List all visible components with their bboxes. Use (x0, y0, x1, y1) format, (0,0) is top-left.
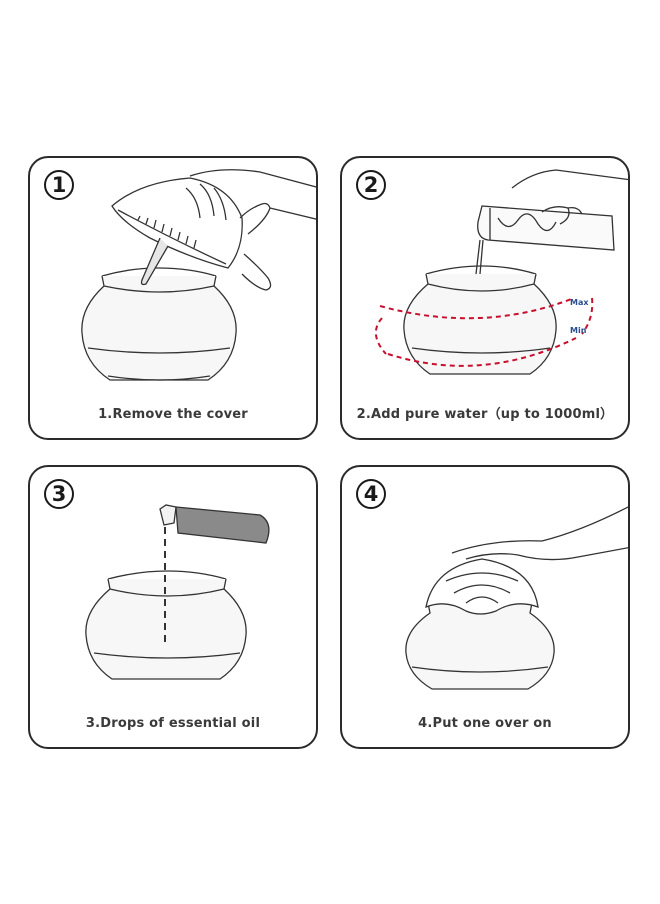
step-4-panel: 4 4.Put one over on (340, 465, 630, 749)
step-number-badge: 3 (44, 479, 74, 509)
step-2-panel: 2 Max Min 2.Add pur (340, 156, 630, 440)
step-number-badge: 4 (356, 479, 386, 509)
step-3-panel: 3 3.Drops of essential oil (28, 465, 318, 749)
min-level-label: Min (570, 326, 587, 335)
step-caption: 3.Drops of essential oil (85, 716, 261, 731)
step-number-badge: 2 (356, 170, 386, 200)
replace-cover-illustration (405, 506, 628, 690)
add-water-illustration: Max Min (375, 169, 628, 375)
step-caption: 2.Add pure water（up to 1000ml） (356, 407, 614, 422)
step-1-panel: 1 1.Remove the cover (28, 156, 318, 440)
remove-cover-illustration (81, 169, 316, 381)
step-caption: 1.Remove the cover (98, 407, 248, 422)
step-caption: 4.Put one over on (418, 716, 552, 731)
step-number-badge: 1 (44, 170, 74, 200)
essential-oil-illustration (85, 504, 270, 680)
max-level-label: Max (570, 298, 589, 307)
